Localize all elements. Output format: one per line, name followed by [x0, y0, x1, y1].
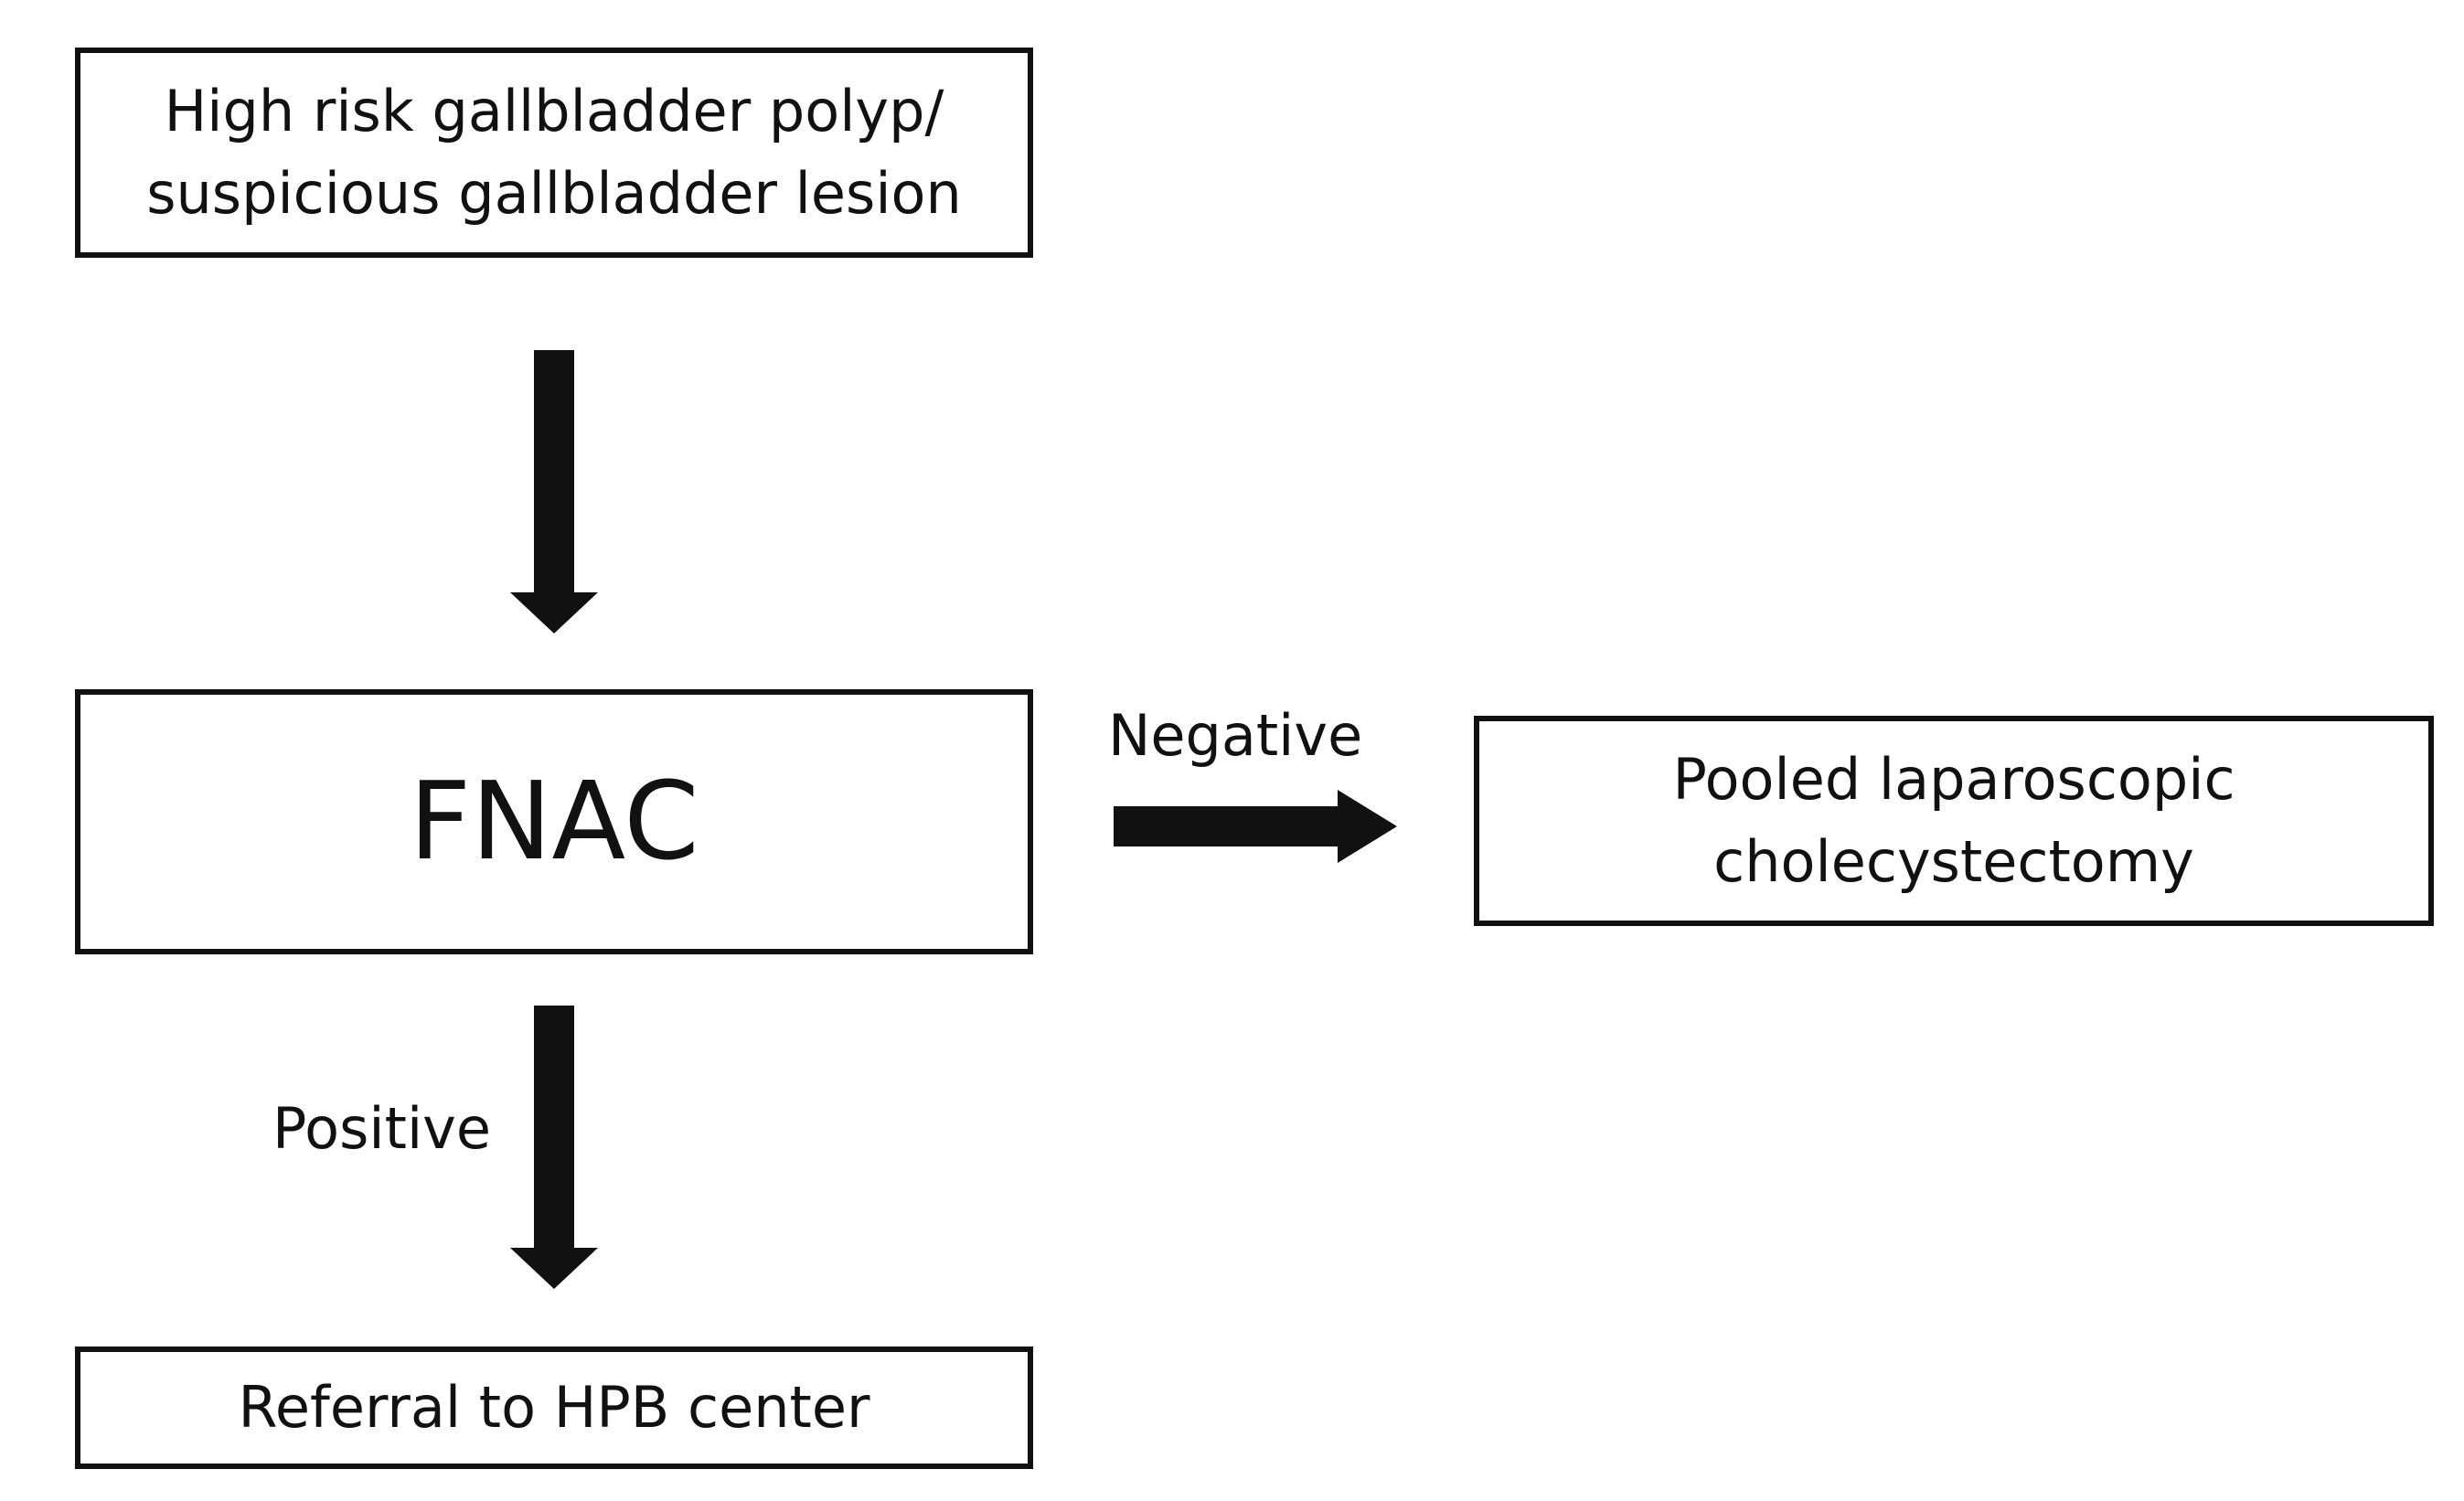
arrow-start-to-fnac	[510, 350, 598, 633]
edge-label-negative: Negative	[1108, 702, 1363, 769]
node-pooled-laparoscopic-cholecystectomy-label: Pooled laparoscopic cholecystectomy	[1672, 746, 2235, 895]
node-high-risk-lesion-label: High risk gallbladder polyp/ suspicious …	[146, 78, 962, 227]
arrow-fnac-negative	[1114, 790, 1397, 863]
arrow-fnac-positive	[510, 1006, 598, 1289]
node-referral-hpb-center-label: Referral to HPB center	[238, 1374, 870, 1442]
node-high-risk-lesion: High risk gallbladder polyp/ suspicious …	[75, 48, 1033, 258]
node-pooled-laparoscopic-cholecystectomy: Pooled laparoscopic cholecystectomy	[1474, 716, 2434, 926]
edge-label-positive: Positive	[272, 1095, 492, 1162]
node-referral-hpb-center: Referral to HPB center	[75, 1347, 1033, 1469]
node-fnac: FNAC	[75, 689, 1033, 954]
node-fnac-label: FNAC	[409, 758, 699, 885]
